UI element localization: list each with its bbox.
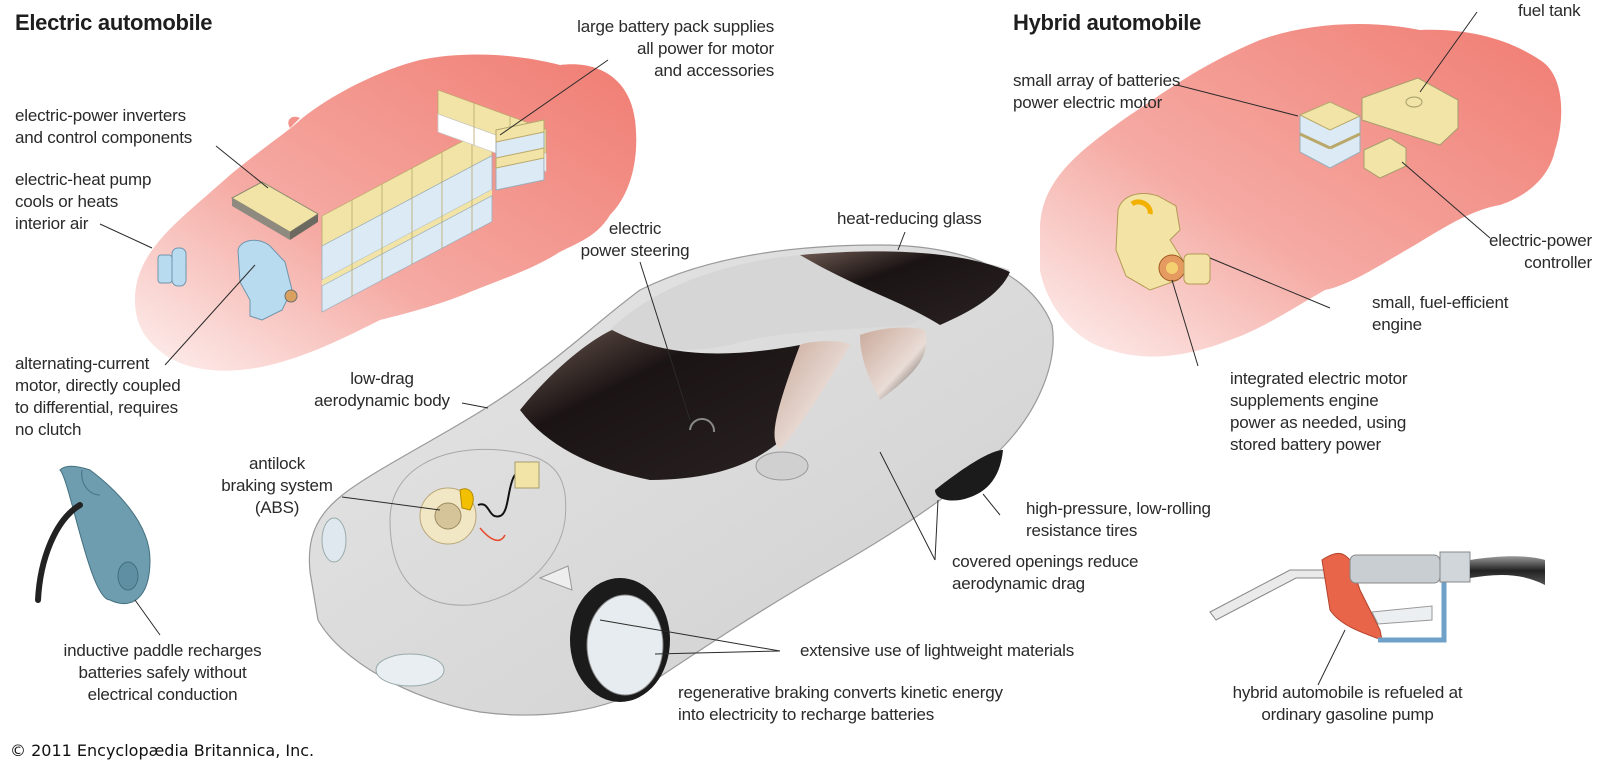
label-heat-reducing-glass: heat-reducing glass [837,209,982,228]
label-tires: high-pressure, low-rolling resistance ti… [1026,499,1211,540]
ac-motor-icon [237,239,298,321]
heat-pump-icon [157,247,187,287]
main-car-illustration [308,244,1054,716]
label-heat-pump: electric-heat pump cools or heats interi… [15,170,152,233]
label-integrated-motor: integrated electric motor supplements en… [1230,369,1408,454]
label-fuel-tank: fuel tank [1518,1,1581,20]
label-engine: small, fuel-efficient engine [1372,293,1509,334]
copyright: © 2011 Encyclopædia Britannica, Inc. [10,741,315,760]
label-inductive-paddle: inductive paddle recharges batteries saf… [63,641,262,704]
inverter-icon [230,181,319,240]
label-covered-openings: covered openings reduce aerodynamic drag [952,552,1139,593]
label-controller: electric-power controller [1488,231,1592,272]
label-small-batteries: small array of batteries power electric … [1013,71,1181,112]
gas-pump-nozzle-icon [1209,551,1545,643]
fuel-tank-icon [1361,77,1459,146]
engine-icon [1115,193,1211,291]
label-lightweight-materials: extensive use of lightweight materials [800,641,1074,660]
hybrid-battery-icon [1298,101,1362,169]
label-abs: antilock braking system (ABS) [221,454,333,517]
label-low-drag-body: low-drag aerodynamic body [314,369,450,410]
label-inverters: electric-power inverters and control com… [15,106,193,147]
label-regenerative-braking: regenerative braking converts kinetic en… [678,683,1003,724]
inductive-paddle-icon [35,465,151,605]
label-ac-motor: alternating-current motor, directly coup… [15,354,181,439]
label-power-steering: electric power steering [580,219,690,260]
leader-lines [99,11,1491,686]
hybrid-title: Hybrid automobile [1013,10,1202,35]
electric-title: Electric automobile [15,10,213,35]
label-gas-pump: hybrid automobile is refueled at ordinar… [1232,683,1463,724]
battery-pack-icon [321,89,547,313]
label-battery-pack: large battery pack supplies all power fo… [577,17,774,80]
